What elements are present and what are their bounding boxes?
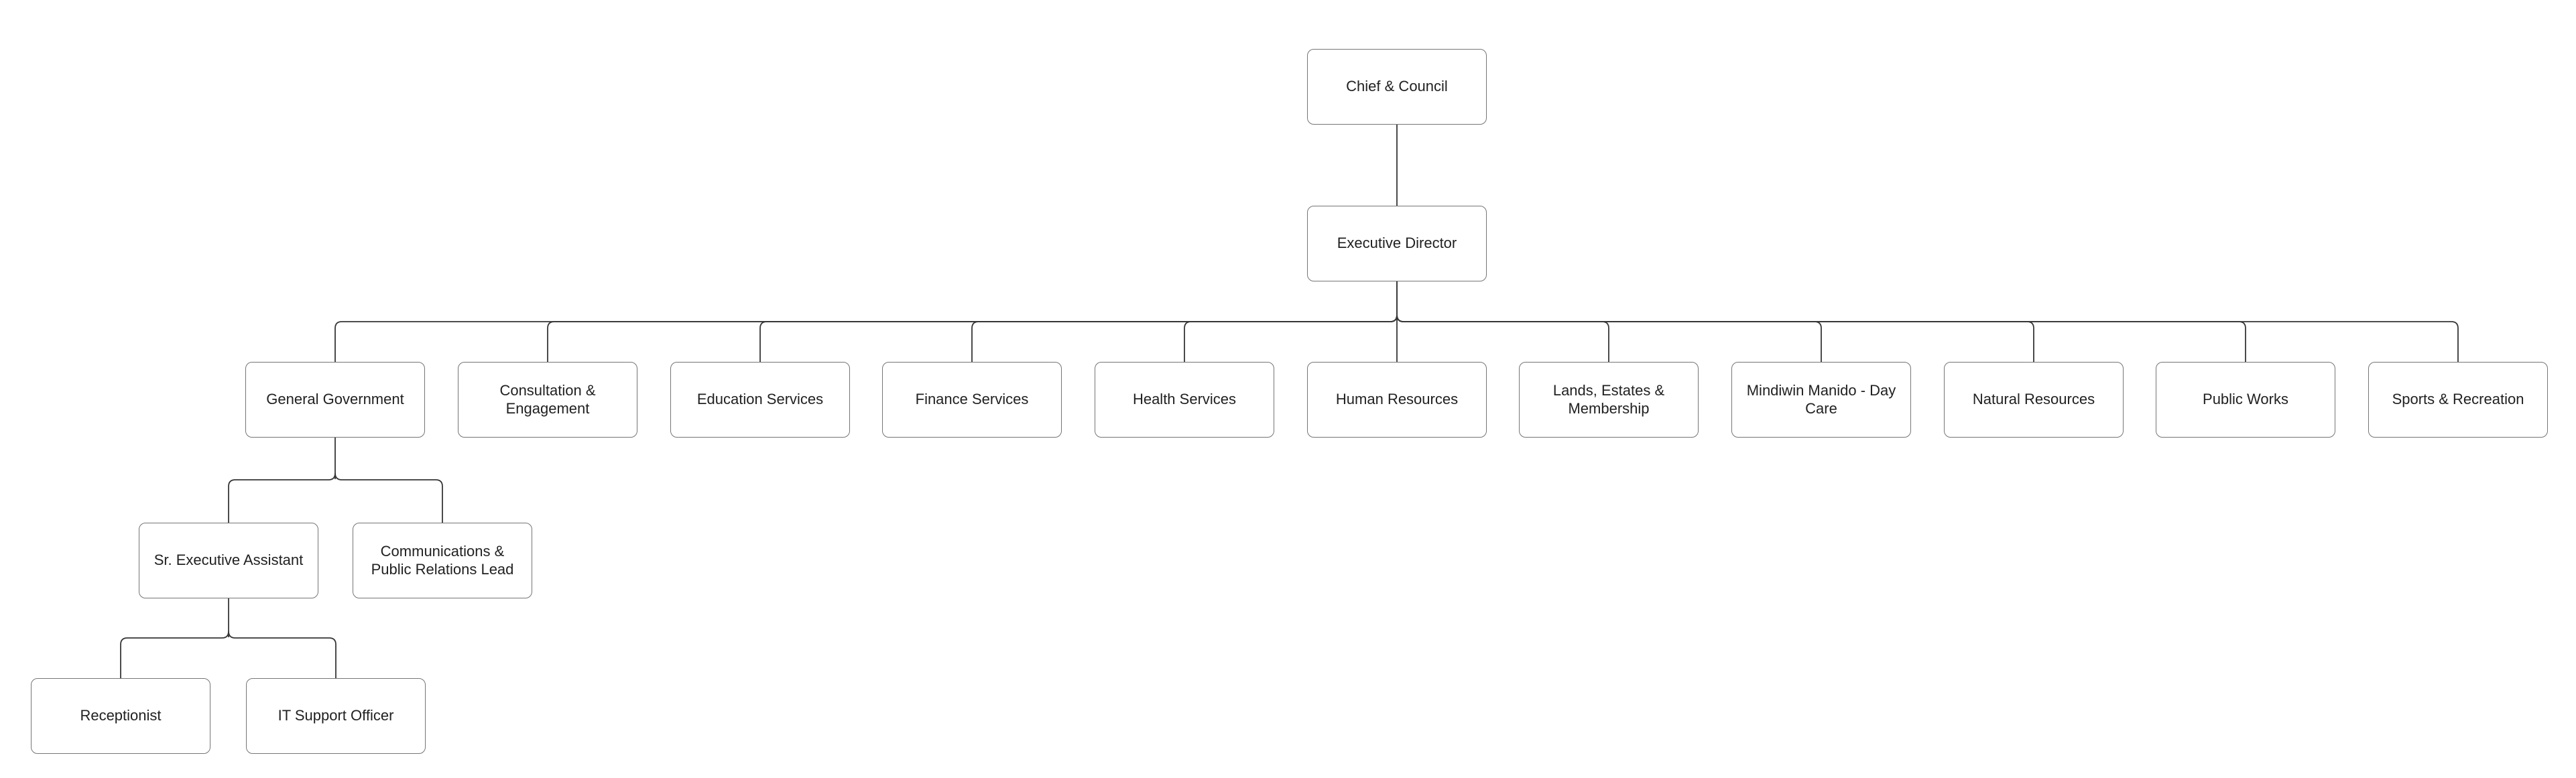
- org-node-label: Mindiwin Manido - Day Care: [1746, 381, 1896, 417]
- org-node-label: Lands, Estates & Membership: [1552, 381, 1665, 417]
- edge-executive-director-to-health-services: [1184, 314, 1398, 362]
- org-node-label: Education Services: [696, 391, 824, 408]
- edge-sr-executive-assistant-to-receptionist: [120, 631, 229, 678]
- org-node-natural-resources[interactable]: Natural Resources: [1944, 362, 2124, 438]
- org-node-executive-director[interactable]: Executive Director: [1307, 206, 1487, 281]
- org-node-general-government[interactable]: General Government: [245, 362, 425, 438]
- org-node-label: Consultation & Engagement: [499, 381, 596, 417]
- org-node-it-support-officer[interactable]: IT Support Officer: [246, 678, 426, 754]
- org-node-label: IT Support Officer: [278, 707, 394, 724]
- org-node-label: Sr. Executive Assistant: [154, 552, 304, 569]
- org-node-label: Communications & Public Relations Lead: [371, 542, 514, 578]
- org-node-label: Public Works: [2203, 391, 2288, 408]
- org-node-label: Chief & Council: [1346, 78, 1448, 95]
- org-node-label: Health Services: [1132, 391, 1237, 408]
- org-node-label: Sports & Recreation: [2392, 391, 2524, 408]
- org-node-finance-services[interactable]: Finance Services: [882, 362, 1062, 438]
- org-node-label: Human Resources: [1335, 391, 1459, 408]
- org-node-mindiwin-manido-day-care[interactable]: Mindiwin Manido - Day Care: [1731, 362, 1911, 438]
- org-node-lands-estates-membership[interactable]: Lands, Estates & Membership: [1519, 362, 1699, 438]
- edge-general-government-to-communications-public-relations-lead: [334, 472, 443, 523]
- org-node-label: Receptionist: [80, 707, 162, 724]
- org-node-label: General Government: [266, 391, 404, 408]
- org-node-human-resources[interactable]: Human Resources: [1307, 362, 1487, 438]
- org-node-label: Finance Services: [915, 391, 1029, 408]
- edge-sr-executive-assistant-to-it-support-officer: [228, 631, 336, 678]
- org-node-chief-council[interactable]: Chief & Council: [1307, 49, 1487, 125]
- edge-executive-director-to-sports-recreation: [1396, 314, 2459, 362]
- org-node-consultation-engagement[interactable]: Consultation & Engagement: [458, 362, 637, 438]
- org-node-label: Executive Director: [1337, 235, 1457, 252]
- org-node-communications-public-relations-lead[interactable]: Communications & Public Relations Lead: [353, 523, 532, 598]
- org-node-sr-executive-assistant[interactable]: Sr. Executive Assistant: [139, 523, 318, 598]
- org-node-public-works[interactable]: Public Works: [2156, 362, 2335, 438]
- org-node-receptionist[interactable]: Receptionist: [31, 678, 210, 754]
- org-node-education-services[interactable]: Education Services: [670, 362, 850, 438]
- org-node-sports-recreation[interactable]: Sports & Recreation: [2368, 362, 2548, 438]
- org-node-health-services[interactable]: Health Services: [1095, 362, 1274, 438]
- org-node-label: Natural Resources: [1972, 391, 2095, 408]
- edge-general-government-to-sr-executive-assistant: [228, 472, 336, 523]
